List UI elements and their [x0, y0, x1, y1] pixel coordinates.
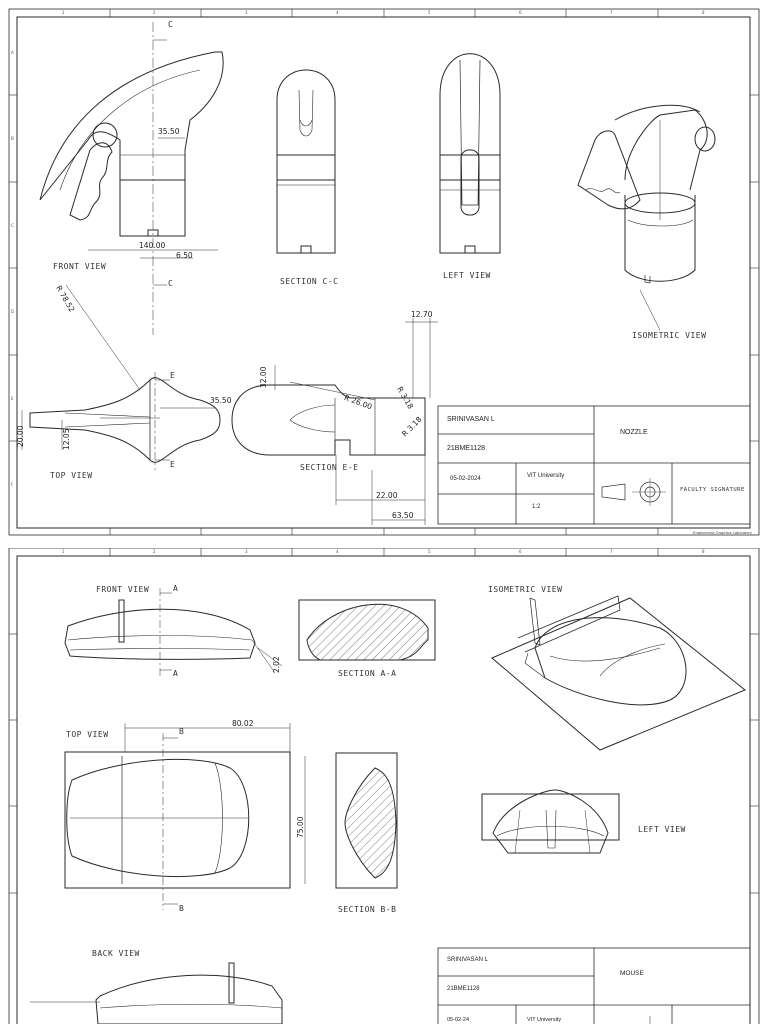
top-view-geometry: [29, 284, 221, 463]
dimension-text: 35.50: [210, 396, 232, 405]
title-block-title: MOUSE: [620, 970, 644, 977]
dimension-text: 22.00: [376, 491, 398, 500]
zone-label: 3: [245, 10, 248, 15]
zone-label: A: [11, 50, 14, 55]
front-view-centerline: [88, 22, 218, 335]
title-block-date: 05-02-2024: [450, 476, 481, 482]
zone-label: B: [11, 136, 14, 141]
outer-border: [8, 8, 760, 536]
view-label-section-cc: SECTION C-C: [280, 277, 339, 286]
zone-ticks: [9, 548, 759, 894]
zone-label: 6: [519, 10, 522, 15]
view-label-top: TOP VIEW: [66, 730, 109, 739]
sheet-separator: [0, 538, 768, 548]
inner-border: [16, 555, 751, 1024]
dimension-text: 12.70: [411, 310, 433, 319]
zone-label: 4: [336, 549, 339, 554]
section-marker: C: [168, 20, 174, 29]
title-block-institute: VIT University: [527, 1017, 562, 1023]
zone-label: 4: [336, 10, 339, 15]
section-bb-geometry: [335, 752, 398, 889]
dimension-text: 35.50: [158, 127, 180, 136]
top-view-geometry: [64, 723, 306, 910]
dimension-text: 12.05: [62, 428, 71, 450]
title-block-reg-no: 21BME1128: [447, 445, 486, 452]
zone-label: 1: [62, 549, 65, 554]
zone-label: 8: [702, 10, 705, 15]
title-block-date: 05-02-24: [447, 1017, 470, 1023]
zone-label: C: [11, 223, 14, 228]
section-marker: A: [173, 669, 179, 678]
sheet1-linework: [8, 8, 760, 536]
zone-label: 5: [428, 10, 431, 15]
projection-symbol: [601, 478, 666, 506]
front-view-geometry: [64, 588, 283, 678]
view-label-back: BACK VIEW: [92, 949, 140, 958]
dimension-text: 6.50: [176, 251, 193, 260]
section-ee-dimension-lines: [274, 318, 438, 525]
zone-ticks: [9, 9, 759, 535]
dimension-text: 2.02: [272, 656, 281, 673]
drawing-sheet-nozzle: 1 2 3 4 5 6 7 8 A B C D E F FRONT VIEW S…: [8, 8, 760, 536]
zone-label: 7: [610, 549, 613, 554]
zone-label: 6: [519, 549, 522, 554]
zone-label: 3: [245, 549, 248, 554]
view-label-left: LEFT VIEW: [638, 825, 686, 834]
sheet-footer: Engineering Graphics Laboratory: [693, 530, 752, 535]
section-marker: E: [170, 460, 176, 469]
dimension-text: 140.00: [139, 241, 166, 250]
zone-label: 2: [153, 549, 156, 554]
inner-border: [16, 16, 751, 529]
view-label-front: FRONT VIEW: [96, 585, 150, 594]
title-block-signature: FACULTY SIGNATURE: [680, 487, 745, 493]
isometric-view-geometry: [491, 595, 746, 751]
title-block-2: [437, 947, 751, 1024]
title-block-reg-no: 21BME1128: [447, 986, 480, 992]
section-marker: E: [170, 371, 176, 380]
title-block-scale: 1:2: [532, 504, 541, 510]
section-marker: B: [179, 904, 185, 913]
section-aa-geometry: [298, 599, 436, 661]
view-label-section-bb: SECTION B-B: [338, 905, 397, 914]
isometric-view-geometry: [577, 104, 716, 331]
sheet2-linework: [8, 548, 760, 1024]
view-label-left: LEFT VIEW: [443, 271, 491, 280]
left-view-geometry: [439, 53, 501, 254]
section-marker: C: [168, 279, 174, 288]
zone-label: E: [11, 396, 14, 401]
dimension-text: 63.50: [392, 511, 414, 520]
title-block-title: NOZZLE: [620, 429, 648, 436]
zone-label: F: [11, 482, 14, 487]
dimension-text: 32.00: [259, 366, 268, 388]
drawing-sheet-mouse: 1 2 3 4 5 6 7 8 FRONT VIEW SECTION A-A I…: [0, 548, 768, 1024]
title-block-name: SRINIVASAN L: [447, 957, 488, 963]
view-label-top: TOP VIEW: [50, 471, 93, 480]
outer-border: [8, 548, 760, 1024]
title-block-institute: VIT University: [527, 473, 565, 479]
section-ee-geometry: [231, 384, 426, 456]
title-block-name: SRINIVASAN L: [447, 416, 495, 423]
front-view-geometry: [39, 51, 224, 237]
zone-label: 7: [610, 10, 613, 15]
zone-label: 1: [62, 10, 65, 15]
zone-label: D: [11, 309, 15, 314]
top-view-dimension-lines: [21, 372, 215, 470]
section-marker: A: [173, 584, 179, 593]
left-view-geometry: [481, 789, 620, 854]
dimension-text: 75.00: [296, 816, 305, 838]
view-label-isometric: ISOMETRIC VIEW: [632, 331, 707, 340]
back-view-geometry: [30, 962, 283, 1024]
zone-label: 5: [428, 549, 431, 554]
dimension-text: 20.00: [16, 425, 25, 447]
section-marker: B: [179, 727, 185, 736]
view-label-front: FRONT VIEW: [53, 262, 107, 271]
view-label-isometric: ISOMETRIC VIEW: [488, 585, 563, 594]
zone-label: 8: [702, 549, 705, 554]
title-block-1: [437, 405, 751, 525]
zone-label: 2: [153, 10, 156, 15]
view-label-section-aa: SECTION A-A: [338, 669, 397, 678]
view-label-section-ee: SECTION E-E: [300, 463, 359, 472]
dimension-text: 80.02: [232, 719, 254, 728]
section-cc-geometry: [276, 69, 336, 254]
